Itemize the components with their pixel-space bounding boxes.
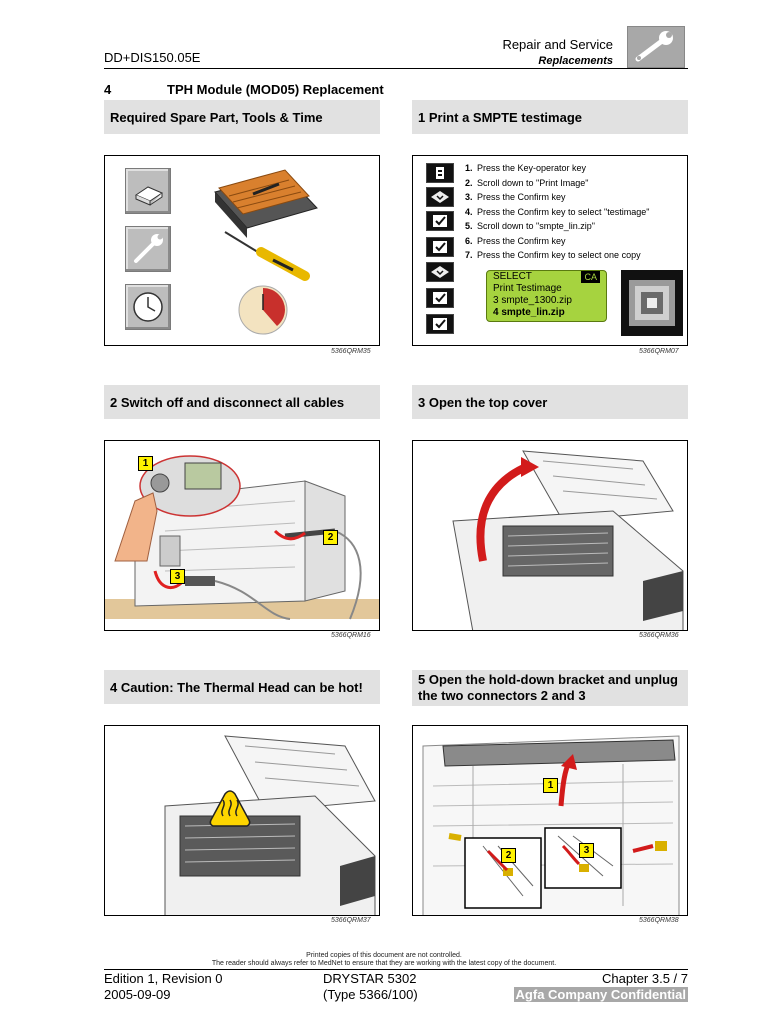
heading-line: 5 Open the hold-down bracket and unplug bbox=[418, 672, 678, 687]
screwdriver-illustration bbox=[221, 226, 311, 291]
confirm-key-icon bbox=[426, 211, 454, 231]
confidential-badge: Agfa Company Confidential bbox=[513, 987, 688, 1002]
footer-edition-block: Edition 1, Revision 0 2005-09-09 bbox=[104, 971, 223, 1003]
figure-code-5: 5366QRM37 bbox=[331, 917, 371, 924]
clock-icon bbox=[125, 284, 171, 330]
figure-code-2: 5366QRM07 bbox=[639, 348, 679, 355]
figure-code-4: 5366QRM36 bbox=[639, 632, 679, 639]
wrench-tool-icon bbox=[125, 226, 171, 272]
footer-product-block: DRYSTAR 5302 (Type 5366/100) bbox=[323, 971, 418, 1003]
header-subtitle: Replacements bbox=[538, 55, 613, 67]
footer-type: (Type 5366/100) bbox=[323, 987, 418, 1002]
section-name: TPH Module (MOD05) Replacement bbox=[167, 82, 384, 97]
lcd-line: 3 smpte_1300.zip bbox=[493, 295, 572, 306]
header-title-block: Repair and Service Replacements bbox=[502, 37, 613, 69]
footer-note-mednet: The reader should always refer to MedNet… bbox=[211, 960, 557, 967]
header-title: Repair and Service bbox=[502, 37, 613, 52]
confirm-key-icon bbox=[426, 288, 454, 308]
figure-code-1: 5366QRM35 bbox=[331, 348, 371, 355]
tools-panel bbox=[104, 155, 380, 346]
panel-heading-open-cover: 3 Open the top cover bbox=[412, 385, 688, 419]
confirm-key-icon bbox=[426, 237, 454, 257]
tph-module-illustration bbox=[209, 166, 321, 261]
footer-edition: Edition 1, Revision 0 bbox=[104, 971, 223, 986]
section-number: 4 bbox=[104, 82, 112, 97]
hold-down-bracket-panel: 1 2 3 bbox=[412, 725, 688, 916]
panel-heading-tools: Required Spare Part, Tools & Time bbox=[104, 100, 380, 134]
footer-chapter: Chapter 3.5 / 7 bbox=[602, 971, 688, 986]
step-item: 3.Press the Confirm key bbox=[465, 192, 566, 202]
caution-panel bbox=[104, 725, 380, 916]
footer-note-controlled: Printed copies of this document are not … bbox=[306, 952, 462, 959]
figure-code-6: 5366QRM38 bbox=[639, 917, 679, 924]
wrench-icon bbox=[627, 26, 685, 68]
panel-heading-hold-down-bracket: 5 Open the hold-down bracket and unplug … bbox=[412, 670, 688, 706]
document-id: DD+DIS150.05E bbox=[104, 50, 201, 65]
step-item: 7.Press the Confirm key to select one co… bbox=[465, 250, 641, 260]
callout-1: 1 bbox=[138, 456, 153, 471]
panel-heading-switch-off: 2 Switch off and disconnect all cables bbox=[104, 385, 380, 419]
figure-code-3: 5366QRM16 bbox=[331, 632, 371, 639]
callout-2: 2 bbox=[501, 848, 516, 863]
callout-3: 3 bbox=[579, 843, 594, 858]
step-item: 5.Scroll down to "smpte_lin.zip" bbox=[465, 221, 595, 231]
spare-part-icon bbox=[125, 168, 171, 214]
hold-down-bracket-illustration bbox=[422, 735, 680, 915]
callout-2: 2 bbox=[323, 530, 338, 545]
confirm-key-icon bbox=[426, 314, 454, 334]
callout-3: 3 bbox=[170, 569, 185, 584]
step-item: 2.Scroll down to "Print Image" bbox=[465, 177, 589, 188]
footer-date: 2005-09-09 bbox=[104, 987, 171, 1002]
step-item: 4.Press the Confirm key to select "testi… bbox=[465, 206, 650, 217]
open-cover-panel bbox=[412, 440, 688, 631]
footer-rule bbox=[104, 969, 688, 970]
panel-heading-print-smpte: 1 Print a SMPTE testimage bbox=[412, 100, 688, 134]
step-item: 6.Press the Confirm key bbox=[465, 235, 566, 246]
footer-chapter-block: Chapter 3.5 / 7 Agfa Company Confidentia… bbox=[513, 971, 688, 1003]
steps-list: 1.Press the Key-operator key 2.Scroll do… bbox=[465, 161, 649, 263]
timer-illustration bbox=[237, 284, 289, 341]
scroll-down-key-icon bbox=[426, 262, 454, 282]
section-title: 4 TPH Module (MOD05) Replacement bbox=[104, 82, 384, 97]
heading-line: the two connectors 2 and 3 bbox=[418, 688, 586, 703]
lcd-select-label: SELECT bbox=[493, 271, 532, 282]
thermal-head-illustration bbox=[164, 735, 376, 915]
footer-product: DRYSTAR 5302 bbox=[323, 971, 417, 986]
lcd-ca-badge: CA bbox=[581, 271, 600, 283]
panel-heading-caution: 4 Caution: The Thermal Head can be hot! bbox=[104, 670, 380, 704]
key-operator-key-icon bbox=[426, 163, 454, 183]
open-cover-illustration bbox=[452, 450, 684, 630]
switch-off-panel: 1 2 3 bbox=[104, 440, 380, 631]
testimage-thumbnail bbox=[621, 270, 683, 336]
scroll-down-key-icon bbox=[426, 187, 454, 207]
lcd-display: SELECT CA Print Testimage 3 smpte_1300.zi… bbox=[486, 270, 607, 322]
step-item: 1.Press the Key-operator key bbox=[465, 163, 587, 173]
header-rule bbox=[104, 68, 688, 69]
lcd-line-selected: 4 smpte_lin.zip bbox=[493, 307, 565, 318]
callout-1: 1 bbox=[543, 778, 558, 793]
lcd-line: Print Testimage bbox=[493, 283, 562, 294]
